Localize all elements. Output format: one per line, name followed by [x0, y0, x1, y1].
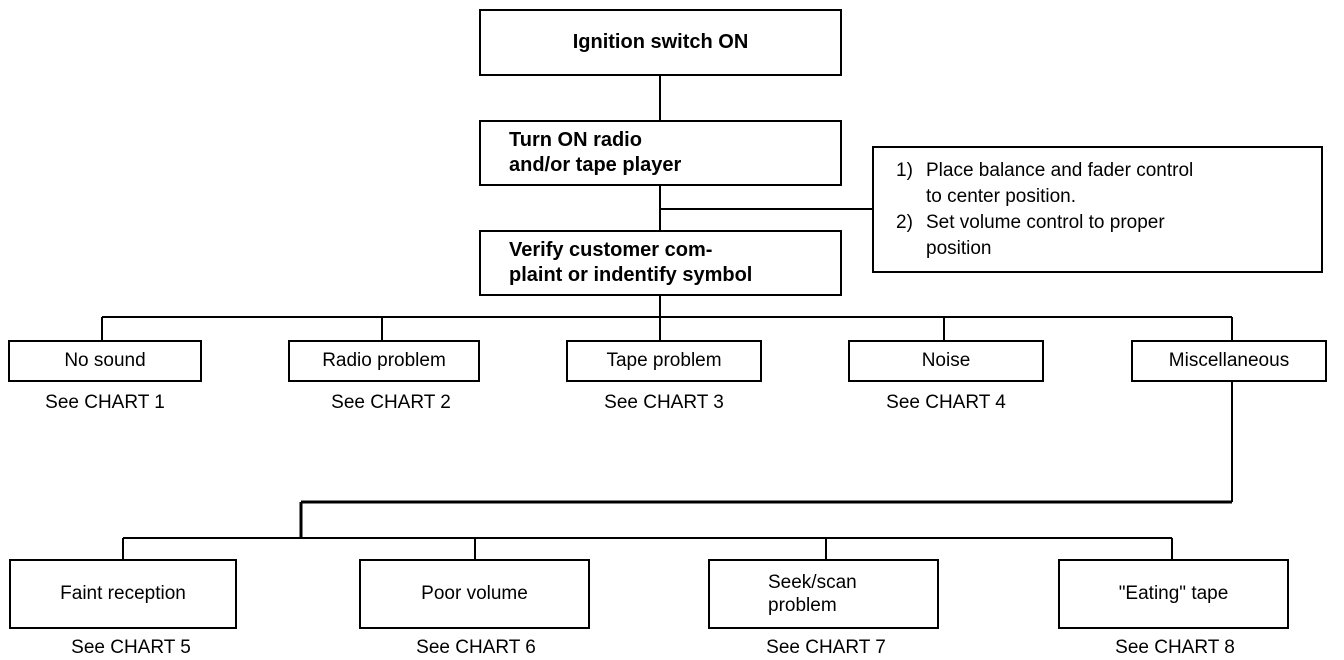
note-item-2-cont: position: [926, 237, 992, 259]
note-item-1-cont: to center position.: [926, 185, 1076, 207]
turn-on-line-1: Turn ON radio: [509, 129, 642, 151]
verify-line-2: plaint or indentify symbol: [509, 264, 753, 286]
category-radio-problem: Radio problem: [288, 340, 480, 382]
note-item-1: 1)Place balance and fader control: [896, 159, 1194, 181]
chart-ref-8: See CHART 8: [1115, 637, 1235, 658]
chart-ref-7: See CHART 7: [766, 637, 886, 658]
misc-poor-volume: Poor volume: [359, 559, 590, 629]
chart-ref-1: See CHART 1: [45, 392, 165, 413]
turn-on-line-2: and/or tape player: [509, 154, 682, 176]
category-miscellaneous: Miscellaneous: [1131, 340, 1327, 382]
verify-box: Verify customer com- plaint or indentify…: [479, 230, 842, 296]
chart-ref-2: See CHART 2: [331, 392, 451, 413]
chart-ref-5: See CHART 5: [71, 637, 191, 658]
category-no-sound: No sound: [8, 340, 202, 382]
note-item-2: 2)Set volume control to proper: [896, 211, 1165, 233]
chart-ref-6: See CHART 6: [416, 637, 536, 658]
note-box: 1)Place balance and fader control to cen…: [872, 146, 1323, 273]
misc-faint-reception: Faint reception: [9, 559, 237, 629]
turn-on-box: Turn ON radio and/or tape player: [479, 120, 842, 186]
verify-line-1: Verify customer com-: [509, 239, 713, 261]
chart-ref-4: See CHART 4: [886, 392, 1006, 413]
misc-eating-tape: "Eating" tape: [1058, 559, 1289, 629]
ignition-box: Ignition switch ON: [479, 9, 842, 76]
category-tape-problem: Tape problem: [566, 340, 762, 382]
ignition-label: Ignition switch ON: [572, 31, 749, 53]
category-noise: Noise: [848, 340, 1044, 382]
chart-ref-3: See CHART 3: [604, 392, 724, 413]
misc-seek-scan-problem: Seek/scan problem: [708, 559, 939, 629]
